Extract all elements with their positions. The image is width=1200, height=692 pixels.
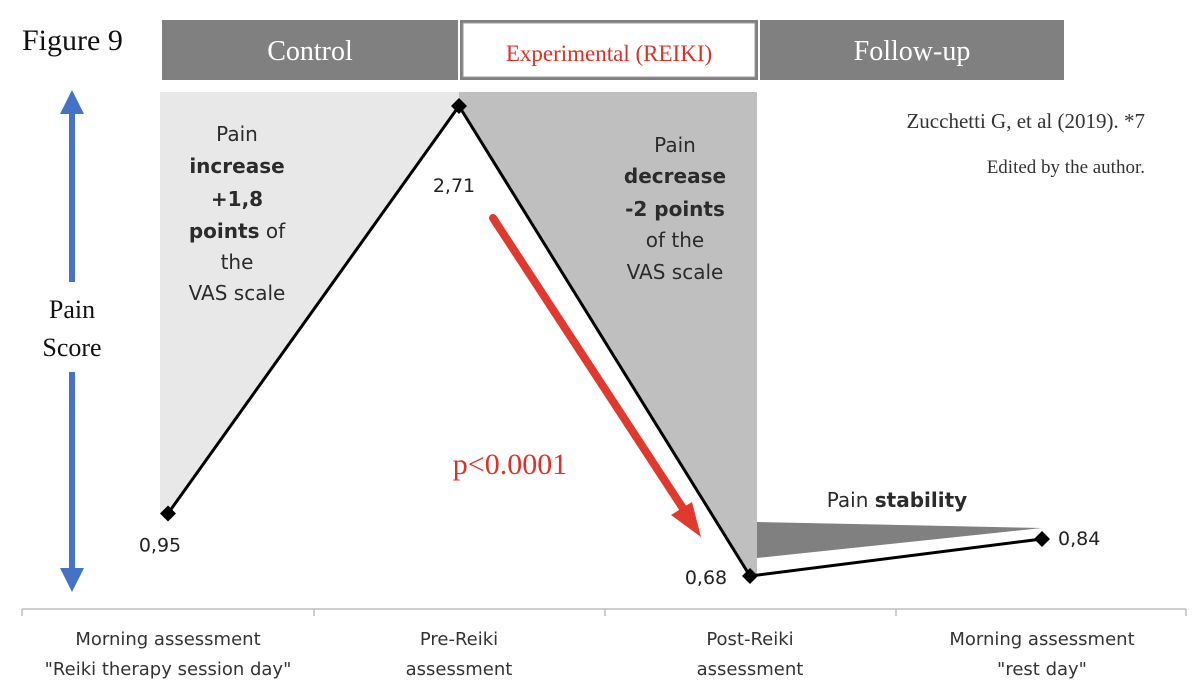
increase-annotation-line: points of [189, 219, 286, 243]
decrease-annotation-line: VAS scale [627, 260, 724, 284]
series-line [166, 103, 1043, 578]
data-label: 0,95 [139, 534, 181, 556]
increase-annotation-line: +1,8 [211, 187, 263, 211]
phase-header: Control Experimental (REIKI) Follow-up [162, 20, 1064, 80]
increase-annotation-line: increase [189, 154, 284, 178]
experimental-shading [459, 92, 757, 576]
x-tick-label: Morning assessment [949, 629, 1134, 650]
decrease-annotation-line: of the [646, 228, 704, 252]
data-point-marker [160, 505, 176, 522]
increase-annotation-line: Pain [216, 122, 258, 146]
decrease-annotation-line: -2 points [625, 197, 725, 221]
stability-annotation: Pain stability [827, 488, 967, 512]
data-label: 0,84 [1058, 528, 1100, 550]
phase-box-0 [162, 20, 458, 80]
edited-note: Edited by the author. [987, 157, 1145, 178]
y-arrow-down-head [60, 568, 84, 592]
control-shading [160, 92, 459, 514]
followup-shading [757, 522, 1042, 558]
x-tick-label: Pre-Reiki [420, 629, 498, 650]
x-tick-label: Post-Reiki [706, 629, 793, 650]
increase-annotation-line: VAS scale [189, 281, 286, 305]
citation: Zucchetti G, et al (2019). *7 [906, 109, 1145, 133]
phase-box-inner [462, 22, 756, 78]
y-axis-label-line1: Pain [49, 295, 95, 324]
data-label: 0,68 [685, 567, 727, 589]
phase-box-2 [760, 20, 1064, 80]
y-arrow-up-head [60, 90, 84, 114]
x-tick-label: assessment [697, 659, 804, 680]
red-arrow-head [671, 502, 701, 537]
decrease-annotation-line: decrease [624, 164, 726, 188]
decrease-annotation-line: Pain [654, 133, 696, 157]
data-label: 2,71 [433, 175, 475, 197]
phase-label-control: Control [267, 36, 353, 67]
phase-label-experimental: Experimental (REIKI) [506, 41, 712, 66]
pain-score-series: 0,95 2,71 0,68 0,84 [139, 98, 1100, 589]
x-tick-label: Morning assessment [75, 629, 260, 650]
data-point-marker [1034, 530, 1050, 547]
y-axis-label-line2: Score [42, 333, 101, 362]
figure-label: Figure 9 [22, 24, 123, 57]
x-tick-label: assessment [406, 659, 513, 680]
red-arrow-shaft [489, 214, 688, 514]
x-axis: Morning assessment "Reiki therapy session… [21, 608, 1187, 680]
phase-label-followup: Follow-up [854, 36, 971, 67]
p-value: p<0.0001 [453, 448, 567, 481]
data-point-marker [451, 98, 467, 114]
annotations: Figure 9 Zucchetti G, et al (2019). *7 Edi… [22, 24, 1145, 592]
x-tick-label: "Reiki therapy session day" [45, 659, 292, 680]
x-tick-label: "rest day" [997, 659, 1087, 680]
increase-annotation-line: the [221, 250, 254, 274]
data-point-marker [742, 568, 758, 584]
phase-shading [160, 92, 1042, 576]
